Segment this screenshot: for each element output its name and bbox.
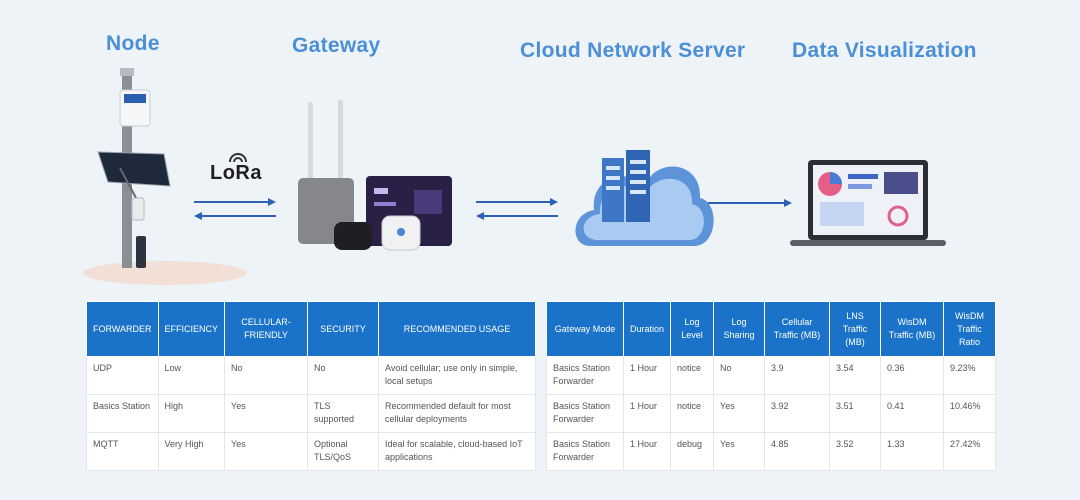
column-header: WisDM Traffic (MB)	[880, 301, 945, 357]
gateway-devices-icon	[298, 100, 452, 251]
stage-title-gateway: Gateway	[292, 34, 381, 57]
table-cell: No	[713, 356, 766, 395]
table-cell: 27.42%	[943, 432, 996, 471]
table-cell: Yes	[224, 394, 309, 433]
table-row: MQTT Very High Yes Optional TLS/QoS Idea…	[86, 432, 536, 471]
table-cell: 1.33	[880, 432, 945, 471]
table-cell: 1 Hour	[622, 432, 672, 471]
table-cell: MQTT	[86, 432, 159, 471]
column-header: SECURITY	[307, 301, 380, 357]
column-header: Gateway Mode	[546, 301, 624, 357]
table-cell: UDP	[86, 356, 159, 395]
column-header: Log Sharing	[713, 301, 766, 357]
table-cell: Very High	[157, 432, 226, 471]
column-header: EFFICIENCY	[157, 301, 226, 357]
traffic-measurement-table: Gateway Mode Duration Log Level Log Shar…	[546, 301, 996, 471]
table-cell: 3.9	[764, 356, 831, 395]
table-cell: 0.41	[880, 394, 945, 433]
table-cell: Yes	[713, 432, 766, 471]
bidirectional-arrow-icon	[476, 198, 558, 220]
table-cell: 4.85	[764, 432, 831, 471]
table-cell: debug	[670, 432, 715, 471]
table-cell: TLS supported	[307, 394, 380, 433]
table-cell: Basics Station Forwarder	[546, 394, 624, 433]
cloud-server-icon	[575, 150, 714, 246]
column-header: RECOMMENDED USAGE	[378, 301, 536, 357]
table-cell: notice	[670, 394, 715, 433]
table-cell: 1 Hour	[622, 394, 672, 433]
column-header: LNS Traffic (MB)	[829, 301, 882, 357]
laptop-dashboard-icon	[790, 160, 946, 246]
column-header: Log Level	[670, 301, 715, 357]
table-cell: 10.46%	[943, 394, 996, 433]
table-cell: Yes	[224, 432, 309, 471]
bidirectional-arrow-icon	[194, 198, 276, 220]
column-header: WisDM Traffic Ratio	[943, 301, 996, 357]
table-cell: 1 Hour	[622, 356, 672, 395]
table-cell: High	[157, 394, 226, 433]
right-arrow-icon	[708, 199, 792, 207]
table-row: Basics Station Forwarder 1 Hour debug Ye…	[546, 432, 996, 471]
table-header-row: FORWARDER EFFICIENCY CELLULAR-FRIENDLY S…	[86, 301, 536, 357]
table-cell: 9.23%	[943, 356, 996, 395]
lora-logo: LoRa	[210, 150, 266, 186]
table-row: Basics Station Forwarder 1 Hour notice N…	[546, 356, 996, 395]
table-row: UDP Low No No Avoid cellular; use only i…	[86, 356, 536, 395]
table-cell: Basics Station Forwarder	[546, 356, 624, 395]
table-row: Basics Station Forwarder 1 Hour notice Y…	[546, 394, 996, 433]
table-cell: 0.36	[880, 356, 945, 395]
table-header-row: Gateway Mode Duration Log Level Log Shar…	[546, 301, 996, 357]
stage-title-node: Node	[106, 32, 160, 55]
table-cell: 3.52	[829, 432, 882, 471]
table-cell: Low	[157, 356, 226, 395]
stage-title-visualization: Data Visualization	[792, 39, 977, 62]
table-cell: Avoid cellular; use only in simple, loca…	[378, 356, 536, 395]
table-cell: No	[224, 356, 309, 395]
table-cell: 3.54	[829, 356, 882, 395]
table-row: Basics Station High Yes TLS supported Re…	[86, 394, 536, 433]
column-header: Cellular Traffic (MB)	[764, 301, 831, 357]
table-cell: Recommended default for most cellular de…	[378, 394, 536, 433]
stage-title-cloud: Cloud Network Server	[520, 39, 746, 62]
table-cell: 3.51	[829, 394, 882, 433]
column-header: FORWARDER	[86, 301, 159, 357]
table-cell: Basics Station Forwarder	[546, 432, 624, 471]
column-header: CELLULAR-FRIENDLY	[224, 301, 309, 357]
table-cell: Yes	[713, 394, 766, 433]
table-cell: Optional TLS/QoS	[307, 432, 380, 471]
table-cell: Ideal for scalable, cloud-based IoT appl…	[378, 432, 536, 471]
node-device-icon	[83, 68, 247, 285]
forwarder-comparison-table: FORWARDER EFFICIENCY CELLULAR-FRIENDLY S…	[86, 301, 536, 471]
table-cell: notice	[670, 356, 715, 395]
lora-signal-icon	[229, 153, 247, 163]
table-cell: No	[307, 356, 380, 395]
column-header: Duration	[622, 301, 672, 357]
table-cell: 3.92	[764, 394, 831, 433]
lora-label: LoRa	[210, 162, 262, 184]
table-cell: Basics Station	[86, 394, 159, 433]
